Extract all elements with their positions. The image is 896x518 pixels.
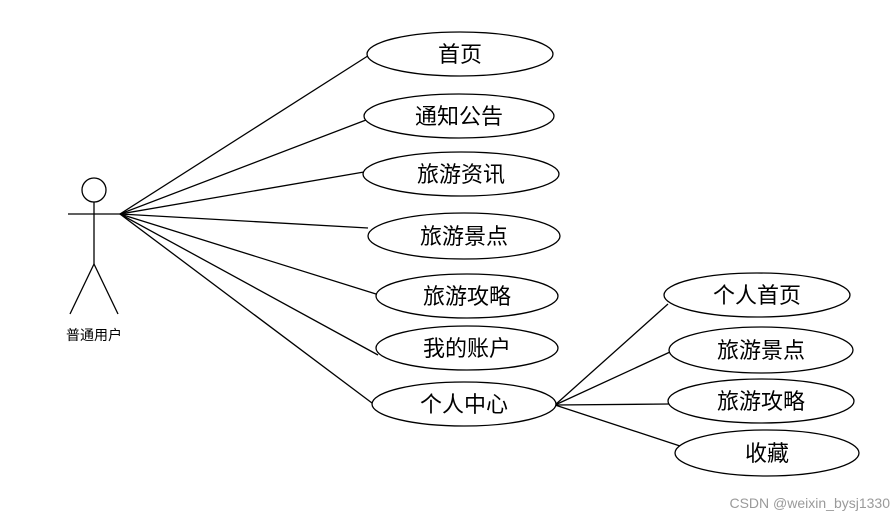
use-case-label: 旅游景点 (420, 225, 508, 250)
use-case-ellipse (367, 212, 561, 260)
use-case-label: 首页 (438, 43, 482, 68)
use-case-ellipse (366, 31, 554, 77)
link-personal-home (554, 303, 669, 406)
use-case-home[interactable]: 首页 (366, 31, 554, 77)
use-case-travel-guides[interactable]: 旅游攻略 (375, 273, 559, 319)
association-personal-center (119, 213, 377, 407)
use-case-sub-travel-spots[interactable]: 旅游景点 (668, 326, 854, 374)
use-case-personal-home[interactable]: 个人首页 (663, 272, 851, 318)
use-case-label: 个人中心 (420, 393, 508, 418)
use-case-travel-news[interactable]: 旅游资讯 (362, 151, 560, 197)
use-case-favorites[interactable]: 收藏 (674, 429, 860, 477)
association-my-account (119, 213, 379, 356)
link-sub-travel-guides (554, 403, 670, 406)
use-case-ellipse (371, 381, 557, 427)
use-case-label: 个人首页 (713, 284, 801, 309)
association-travel-news (119, 171, 365, 215)
actor-right-leg (93, 263, 119, 315)
use-case-ellipse (668, 326, 854, 374)
use-case-personal-center[interactable]: 个人中心 (371, 381, 557, 427)
actor-label: 普通用户 (66, 327, 122, 344)
watermark: CSDN @weixin_bysj1330 (729, 495, 890, 511)
use-case-ellipse (674, 429, 860, 477)
include-associations (554, 303, 681, 447)
association-travel-guides (119, 213, 377, 295)
link-sub-travel-spots (554, 351, 671, 406)
use-case-ellipse (362, 151, 560, 197)
use-case-label: 旅游景点 (717, 339, 805, 364)
actor-head (81, 177, 107, 203)
association-home (119, 51, 375, 215)
link-favorites (554, 404, 681, 447)
use-case-label: 我的账户 (423, 337, 511, 362)
use-case-ellipse (375, 325, 559, 371)
use-case-ellipse (363, 93, 555, 139)
use-case-my-account[interactable]: 我的账户 (375, 325, 559, 371)
use-case-sub-travel-guides[interactable]: 旅游攻略 (667, 378, 855, 424)
use-case-ellipse (663, 272, 851, 318)
use-case-ellipse (667, 378, 855, 424)
actor-figure (68, 177, 120, 315)
use-case-label: 旅游攻略 (423, 285, 511, 310)
actor-associations (119, 51, 379, 407)
association-notice (119, 119, 367, 215)
use-case-notice[interactable]: 通知公告 (363, 93, 555, 139)
use-case-label: 收藏 (745, 442, 789, 467)
use-case-ellipse (375, 273, 559, 319)
use-case-label: 旅游攻略 (717, 390, 805, 415)
actor-left-leg (69, 263, 95, 315)
association-travel-spots (119, 213, 369, 229)
use-case-travel-spots[interactable]: 旅游景点 (367, 212, 561, 260)
use-case-label: 通知公告 (415, 105, 503, 130)
use-case-label: 旅游资讯 (417, 163, 505, 188)
